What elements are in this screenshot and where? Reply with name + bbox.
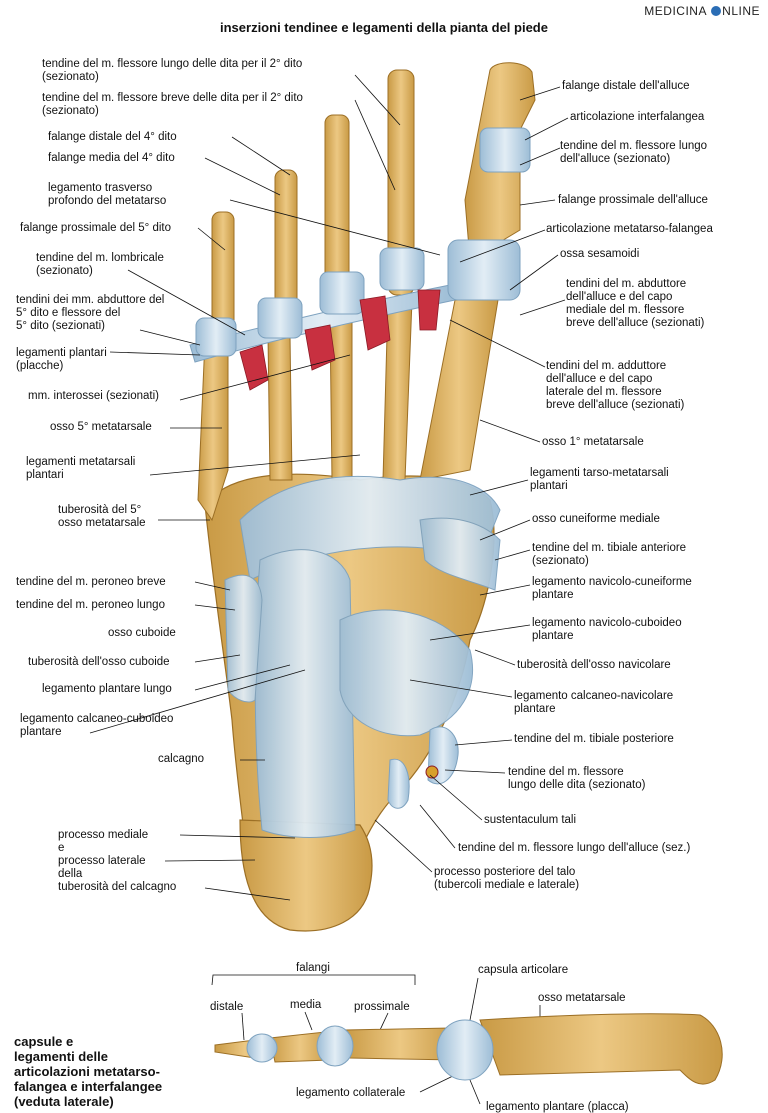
label-fdl-2nd-toe: tendine del m. flessore lungo delle dita… [42, 58, 303, 83]
label-posterior-talar-process: processo posteriore del talo (tubercoli … [434, 866, 580, 891]
label-fhl-tendon-cut: tendine del m. flessore lungo dell'alluc… [560, 140, 708, 165]
label-distal-phalanx-4: falange distale del 4° dito [48, 131, 177, 143]
label-tibialis-anterior: tendine del m. tibiale anteriore (sezion… [532, 542, 687, 567]
label-tuberosity-metatarsal-5: tuberosità del 5° osso metatarsale [58, 504, 146, 529]
label-tarsometatarsal-ligaments: legamenti tarso-metatarsali plantari [530, 467, 669, 492]
label-lumbrical-tendon: tendine del m. lombricale (sezionato) [36, 252, 164, 277]
label-adductor-hallucis: tendini del m. adduttore dell'alluce e d… [546, 360, 685, 411]
label-plantar-plates: legamenti plantari (placche) [16, 347, 107, 372]
plantar-ligaments [224, 475, 501, 838]
label-interphalangeal-joint: articolazione interfalangea [570, 111, 705, 123]
lateral-view-illustration [211, 974, 723, 1105]
label-legamento-plantare: legamento plantare (placca) [486, 1101, 629, 1113]
label-middle-phalanx-4: falange media del 4° dito [48, 152, 175, 164]
figure-title: inserzioni tendinee e legamenti della pi… [220, 20, 548, 35]
label-sesamoids: ossa sesamoidi [560, 248, 640, 260]
label-calcaneal-processes: processo mediale e processo laterale del… [58, 829, 177, 893]
plantar-plates [195, 127, 531, 357]
label-peroneus-longus: tendine del m. peroneo lungo [16, 599, 165, 611]
calcaneus-tuberosity [239, 819, 373, 932]
label-cuboid-tuberosity: tuberosità dell'osso cuboide [28, 656, 170, 668]
label-fhl-tendon-sec: tendine del m. flessore lungo dell'alluc… [458, 842, 691, 854]
label-sustentaculum-tali: sustentaculum tali [484, 814, 577, 826]
label-abductor-flexor-5: tendini dei mm. abduttore del 5° dito e … [16, 294, 165, 332]
label-fdb-2nd-toe: tendine del m. flessore breve delle dita… [42, 92, 303, 117]
label-plantar-metatarsal-ligaments: legamenti metatarsali plantari [26, 456, 136, 481]
label-prossimale: prossimale [354, 1001, 410, 1013]
label-metatarsal-5: osso 5° metatarsale [50, 421, 152, 433]
label-peroneus-brevis: tendine del m. peroneo breve [16, 576, 166, 588]
label-metatarsal-1: osso 1° metatarsale [542, 436, 644, 448]
label-long-plantar-ligament: legamento plantare lungo [42, 683, 172, 695]
label-calcaneocuboid-ligament: legamento calcaneo-cuboideo plantare [20, 713, 174, 738]
label-naviculocuneiform: legamento navicolo-cuneiforme plantare [532, 576, 692, 601]
label-distale: distale [210, 1001, 244, 1013]
label-medial-cuneiform: osso cuneiforme mediale [532, 513, 660, 525]
label-abductor-hallucis: tendini del m. abduttore dell'alluce e d… [566, 278, 705, 329]
leader-lines [89, 74, 569, 901]
label-tibialis-posterior: tendine del m. tibiale posteriore [514, 733, 674, 745]
label-distal-phalanx-hallux: falange distale dell'alluce [562, 80, 690, 92]
label-proximal-phalanx-hallux: falange prossimale dell'alluce [558, 194, 708, 206]
label-falangi: falangi [296, 962, 330, 974]
label-interossei: mm. interossei (sezionati) [28, 390, 160, 402]
brand-logo: MEDICINA NLINE [644, 4, 760, 18]
label-legamento-collaterale: legamento collaterale [296, 1087, 406, 1099]
fhl-tendon-section [425, 765, 439, 779]
label-fdl-tendon-cut: tendine del m. flessore lungo delle dita… [508, 766, 646, 791]
label-calcaneus: calcagno [158, 753, 205, 765]
label-naviculocuboid: legamento navicolo-cuboideo plantare [532, 617, 682, 642]
label-navicular-tuberosity: tuberosità dell'osso navicolare [517, 659, 671, 671]
label-capsula-articolare: capsula articolare [478, 964, 569, 976]
label-proximal-phalanx-5: falange prossimale del 5° dito [20, 222, 171, 234]
label-media: media [290, 999, 322, 1011]
label-cuboid: osso cuboide [108, 627, 176, 639]
lateral-view-caption: capsule e legamenti delle articolazioni … [14, 1034, 163, 1109]
label-osso-metatarsale: osso metatarsale [538, 992, 626, 1004]
label-mtp-joint: articolazione metatarso-falangea [546, 223, 713, 235]
label-calcaneonavicular: legamento calcaneo-navicolare plantare [514, 690, 674, 715]
brand-globe-icon [711, 6, 722, 16]
label-deep-transverse: legamento trasverso profondo del metatar… [48, 182, 167, 207]
